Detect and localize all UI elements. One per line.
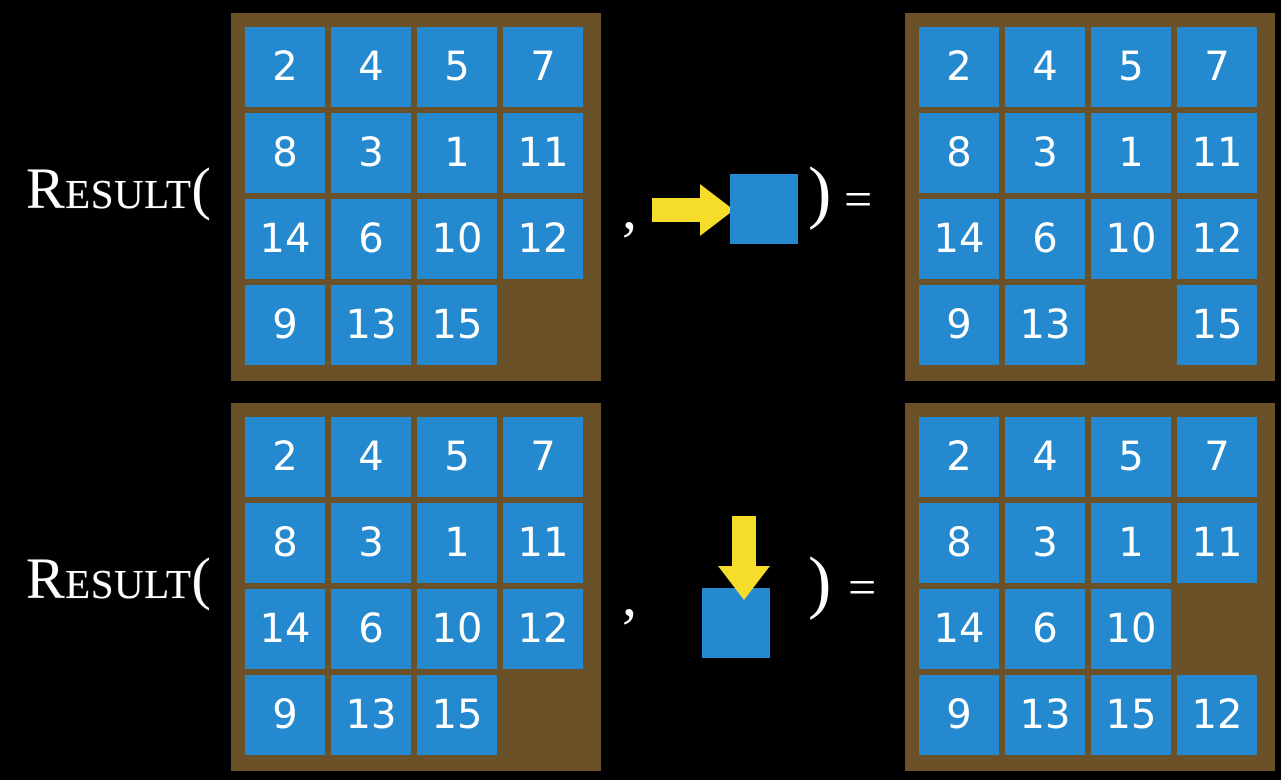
blank-cell <box>503 285 583 365</box>
operator-cluster-bottom: , ) = <box>600 0 900 780</box>
tile[interactable]: 1 <box>417 113 497 193</box>
tile[interactable]: 10 <box>1091 589 1171 669</box>
blank-cell <box>1177 589 1257 669</box>
comma-separator-top: , <box>622 175 637 241</box>
puzzle-grid: 2 4 5 7 8 3 1 11 14 6 10 12 9 13 15 <box>919 27 1261 369</box>
tile[interactable]: 4 <box>331 27 411 107</box>
tile[interactable]: 8 <box>245 503 325 583</box>
tile[interactable]: 2 <box>245 27 325 107</box>
tile[interactable]: 15 <box>417 675 497 755</box>
tile[interactable]: 9 <box>919 675 999 755</box>
tile[interactable]: 14 <box>245 589 325 669</box>
tile[interactable]: 7 <box>1177 27 1257 107</box>
tile[interactable]: 6 <box>331 589 411 669</box>
tile[interactable]: 10 <box>417 199 497 279</box>
blank-cell <box>503 675 583 755</box>
tile[interactable]: 7 <box>1177 417 1257 497</box>
tile[interactable]: 15 <box>1091 675 1171 755</box>
tile[interactable]: 13 <box>1005 675 1085 755</box>
tile[interactable]: 14 <box>245 199 325 279</box>
tile[interactable]: 11 <box>503 503 583 583</box>
paren-close-top: ) <box>808 154 832 231</box>
tile[interactable]: 4 <box>1005 27 1085 107</box>
tile[interactable]: 11 <box>1177 503 1257 583</box>
tile[interactable]: 12 <box>1177 675 1257 755</box>
tile[interactable]: 6 <box>1005 199 1085 279</box>
tile[interactable]: 3 <box>331 113 411 193</box>
comma-separator-bottom: , <box>622 562 637 628</box>
tile[interactable]: 12 <box>503 199 583 279</box>
puzzle-grid: 2 4 5 7 8 3 1 11 14 6 10 12 9 13 15 <box>245 417 587 759</box>
tile[interactable]: 8 <box>245 113 325 193</box>
tile[interactable]: 11 <box>503 113 583 193</box>
tile[interactable]: 10 <box>417 589 497 669</box>
tile[interactable]: 3 <box>331 503 411 583</box>
tile[interactable]: 6 <box>331 199 411 279</box>
tile[interactable]: 8 <box>919 113 999 193</box>
tile[interactable]: 14 <box>919 589 999 669</box>
input-board-bottom: 2 4 5 7 8 3 1 11 14 6 10 12 9 13 15 <box>231 403 601 771</box>
tile[interactable]: 3 <box>1005 113 1085 193</box>
puzzle-grid: 2 4 5 7 8 3 1 11 14 6 10 12 9 13 15 <box>245 27 587 369</box>
tile[interactable]: 1 <box>1091 503 1171 583</box>
tile[interactable]: 13 <box>1005 285 1085 365</box>
tile[interactable]: 5 <box>417 27 497 107</box>
tile[interactable]: 14 <box>919 199 999 279</box>
tile[interactable]: 5 <box>417 417 497 497</box>
tile[interactable]: 2 <box>919 417 999 497</box>
output-board-bottom: 2 4 5 7 8 3 1 11 14 6 10 9 13 15 12 <box>905 403 1275 771</box>
tile[interactable]: 9 <box>245 285 325 365</box>
tile[interactable]: 7 <box>503 27 583 107</box>
tile[interactable]: 1 <box>1091 113 1171 193</box>
tile[interactable]: 1 <box>417 503 497 583</box>
tile[interactable]: 2 <box>919 27 999 107</box>
tile[interactable]: 6 <box>1005 589 1085 669</box>
tile[interactable]: 11 <box>1177 113 1257 193</box>
tile[interactable]: 15 <box>417 285 497 365</box>
equals-sign-bottom: = <box>848 559 877 615</box>
tile[interactable]: 10 <box>1091 199 1171 279</box>
moving-tile-bottom[interactable] <box>702 588 770 658</box>
puzzle-grid: 2 4 5 7 8 3 1 11 14 6 10 9 13 15 12 <box>919 417 1261 759</box>
tile[interactable]: 8 <box>919 503 999 583</box>
result-label-bottom: Result( <box>26 546 212 611</box>
equation-row-top: Result( 2 4 5 7 8 3 1 11 14 6 10 12 9 13… <box>26 13 1275 381</box>
tile[interactable]: 13 <box>331 285 411 365</box>
tile[interactable]: 2 <box>245 417 325 497</box>
paren-close-bottom: ) <box>808 544 832 621</box>
tile[interactable]: 12 <box>1177 199 1257 279</box>
tile[interactable]: 15 <box>1177 285 1257 365</box>
tile[interactable]: 9 <box>245 675 325 755</box>
tile[interactable]: 13 <box>331 675 411 755</box>
result-label-top: Result( <box>26 156 212 221</box>
operator-cluster-top: , ) = <box>600 0 900 390</box>
tile[interactable]: 12 <box>503 589 583 669</box>
arrow-right-icon <box>652 184 734 236</box>
tile[interactable]: 4 <box>331 417 411 497</box>
tile[interactable]: 3 <box>1005 503 1085 583</box>
moving-tile-top[interactable] <box>730 174 798 244</box>
tile[interactable]: 9 <box>919 285 999 365</box>
equation-row-bottom: Result( 2 4 5 7 8 3 1 11 14 6 10 12 9 13… <box>0 390 1281 780</box>
tile[interactable]: 4 <box>1005 417 1085 497</box>
output-board-top: 2 4 5 7 8 3 1 11 14 6 10 12 9 13 15 <box>905 13 1275 381</box>
tile[interactable]: 5 <box>1091 27 1171 107</box>
equals-sign-top: = <box>844 171 873 227</box>
input-board-top: 2 4 5 7 8 3 1 11 14 6 10 12 9 13 15 <box>231 13 601 381</box>
tile[interactable]: 7 <box>503 417 583 497</box>
blank-cell <box>1091 285 1171 365</box>
arrow-down-icon <box>718 516 770 600</box>
tile[interactable]: 5 <box>1091 417 1171 497</box>
